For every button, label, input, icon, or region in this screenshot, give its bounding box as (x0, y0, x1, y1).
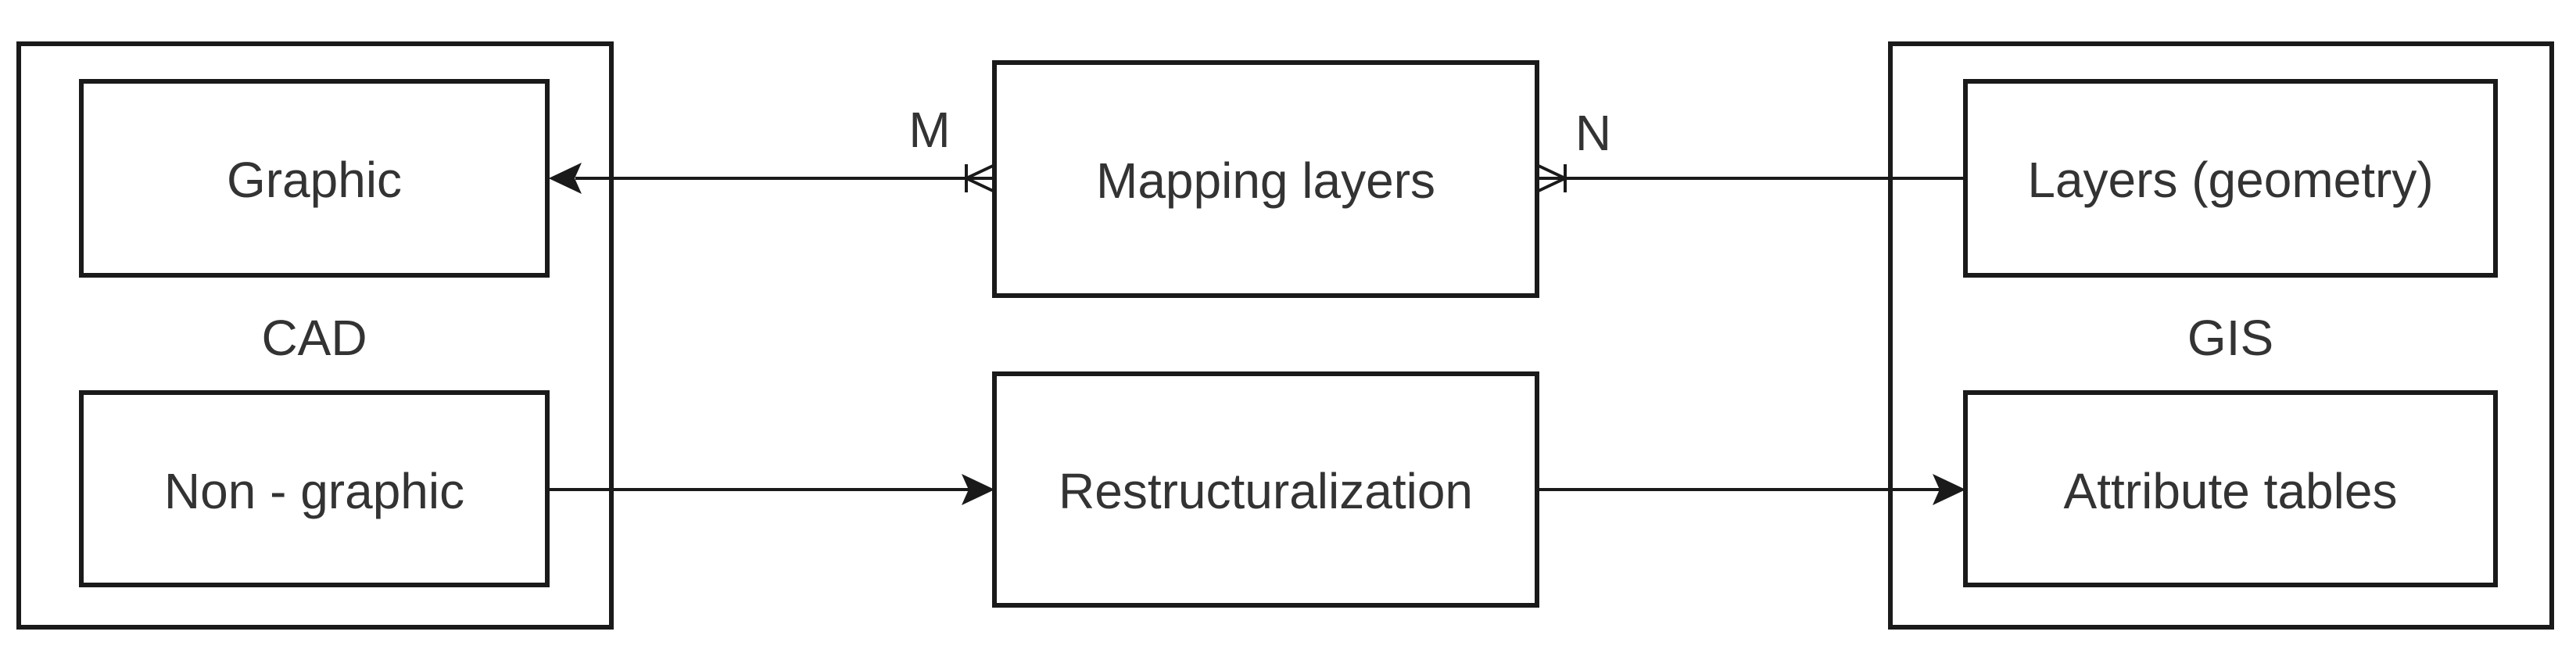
attribute-tables-arrowhead (1932, 473, 1966, 506)
restructuralization-label: Restructuralization (1059, 463, 1473, 519)
restructuralization-box (992, 371, 1539, 608)
cardinality-n-label: N (1575, 105, 1611, 161)
graphic-arrowhead (548, 162, 582, 195)
non-graphic-label: Non - graphic (164, 463, 464, 519)
gis-label: GIS (2187, 310, 2273, 366)
layers-to-mapping-connector (1538, 164, 1965, 192)
nongraphic-to-restructuralization-connector (547, 473, 995, 506)
layers-geometry-label: Layers (geometry) (2027, 152, 2433, 208)
attribute-tables-label: Attribute tables (2064, 463, 2398, 519)
restructuralization-arrowhead (961, 473, 995, 506)
middle-column: Mapping layers Restructuralization (992, 60, 1539, 608)
attribute-tables-box (1963, 390, 2498, 587)
gis-group: Layers (geometry) GIS Attribute tables (1888, 41, 2554, 630)
mapping-layers-label: Mapping layers (1096, 152, 1435, 209)
cardinality-m-label: M (908, 102, 950, 158)
mapping-to-graphic-connector (548, 162, 994, 195)
graphic-label: Graphic (227, 152, 402, 208)
cad-group: Graphic CAD Non - graphic (16, 41, 614, 630)
cad-label: CAD (261, 310, 367, 366)
layers-geometry-box (1963, 79, 2498, 278)
many-marker-m-icon (965, 164, 994, 192)
mapping-layers-box (992, 60, 1539, 298)
non-graphic-box (79, 390, 550, 587)
restructuralization-to-attribute-connector (1537, 473, 1966, 506)
many-marker-n-icon (1538, 164, 1567, 192)
graphic-box (79, 79, 550, 278)
